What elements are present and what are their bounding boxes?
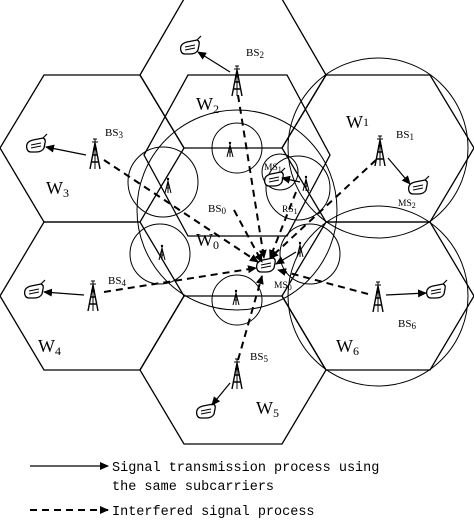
macro-circle-w0 [136, 109, 338, 311]
cell-label-w1: W1 [346, 112, 369, 132]
relay-tower-icon [164, 177, 172, 194]
hex-w2 [139, 0, 327, 149]
bs2-tower-icon [231, 65, 243, 97]
ms-bs2-phone-icon [179, 35, 202, 55]
ms-bs3-phone-icon [25, 133, 48, 153]
interference-bs1 [269, 159, 377, 259]
label-bs4: BS4 [108, 275, 126, 288]
relay-circle-top [211, 122, 263, 174]
label-bs5: BS5 [250, 351, 268, 364]
label-bs2: BS2 [246, 47, 264, 60]
interference-relay [269, 191, 297, 259]
node-labels: BS2 BS1 BS3 BS0 BS4 BS6 BS5 [105, 47, 416, 364]
cell-label-w0: W0 [196, 230, 219, 252]
arrow-bs3-ms [45, 144, 87, 156]
interference-bs4 [103, 265, 257, 293]
relay-circle-upper-right [265, 155, 331, 221]
legend-solid-line1: Signal transmission process using [112, 461, 379, 476]
relay-circle-upper-left [127, 146, 199, 218]
arrow-bs5-ms [211, 382, 231, 406]
label-rs1: RS1 [282, 205, 298, 216]
cell-label-w5: W5 [256, 398, 279, 420]
hex-w5 [139, 295, 327, 445]
arrow-bs4-ms [43, 288, 85, 297]
label-bs6: BS6 [398, 318, 416, 331]
bs3-tower-icon [89, 138, 101, 170]
relay-circle-bottom [211, 274, 263, 326]
macro-circle-w1 [287, 57, 469, 239]
label-ms1: MS1 [264, 163, 282, 174]
bs6-tower-icon [372, 281, 384, 313]
label-ms0: MS0 [274, 281, 292, 292]
ms2-phone-icon [407, 175, 430, 195]
arrow-relay-ms0 [275, 251, 297, 265]
arrow-bs6-ms [385, 289, 427, 298]
relay-tower-icon [226, 141, 234, 158]
relay-circle-lower-left [129, 223, 191, 285]
interference-bs3 [103, 159, 259, 263]
legend: Signal transmission process using the sa… [30, 461, 379, 520]
legend-solid-line2: the same subcarriers [112, 480, 274, 495]
legend-dashed-label: Interfered signal process [112, 505, 315, 520]
relay-tower-icon [232, 289, 240, 306]
coverage-circles [127, 57, 469, 387]
interference-bs0 [233, 209, 263, 263]
label-bs1: BS1 [396, 129, 414, 142]
arrow-bs2-ms [197, 51, 231, 73]
interference-bs2 [237, 94, 267, 259]
bs1-tower-icon [374, 135, 386, 167]
cell-label-w3: W3 [46, 178, 69, 200]
cell-labels: W2 W1 W3 W0 W4 W6 W5 [38, 94, 369, 420]
mobile-labels: MS1 MS2 MS0 RS1 [264, 163, 416, 292]
interference-bs5 [237, 275, 264, 361]
relay-tower-icon [302, 175, 310, 192]
ms-bs4-phone-icon [23, 279, 46, 299]
solid-arrows [43, 51, 427, 406]
relay-circle-lower-right [279, 223, 341, 285]
mobile-stations [23, 35, 448, 419]
macro-circle-w6 [287, 205, 469, 387]
arrow-relay-ms1 [281, 175, 301, 184]
label-bs0: BS0 [208, 203, 226, 216]
relay-tower-icon [296, 241, 304, 258]
cell-label-w2: W2 [196, 94, 219, 116]
bs4-tower-icon [87, 280, 99, 312]
label-ms2: MS2 [398, 199, 416, 210]
arrow-bs1-ms2 [387, 157, 411, 185]
bs5-tower-icon [231, 358, 243, 390]
dashed-arrows [103, 94, 377, 361]
relay-tower-icon [158, 244, 166, 261]
hex-w0 [143, 74, 331, 237]
cell-label-w4: W4 [38, 336, 61, 358]
relay-circle-ms1 [261, 153, 299, 191]
ms-bs6-phone-icon [425, 279, 448, 299]
label-bs3: BS3 [105, 127, 123, 140]
interference-bs6 [277, 268, 369, 295]
cell-label-w6: W6 [336, 336, 359, 358]
